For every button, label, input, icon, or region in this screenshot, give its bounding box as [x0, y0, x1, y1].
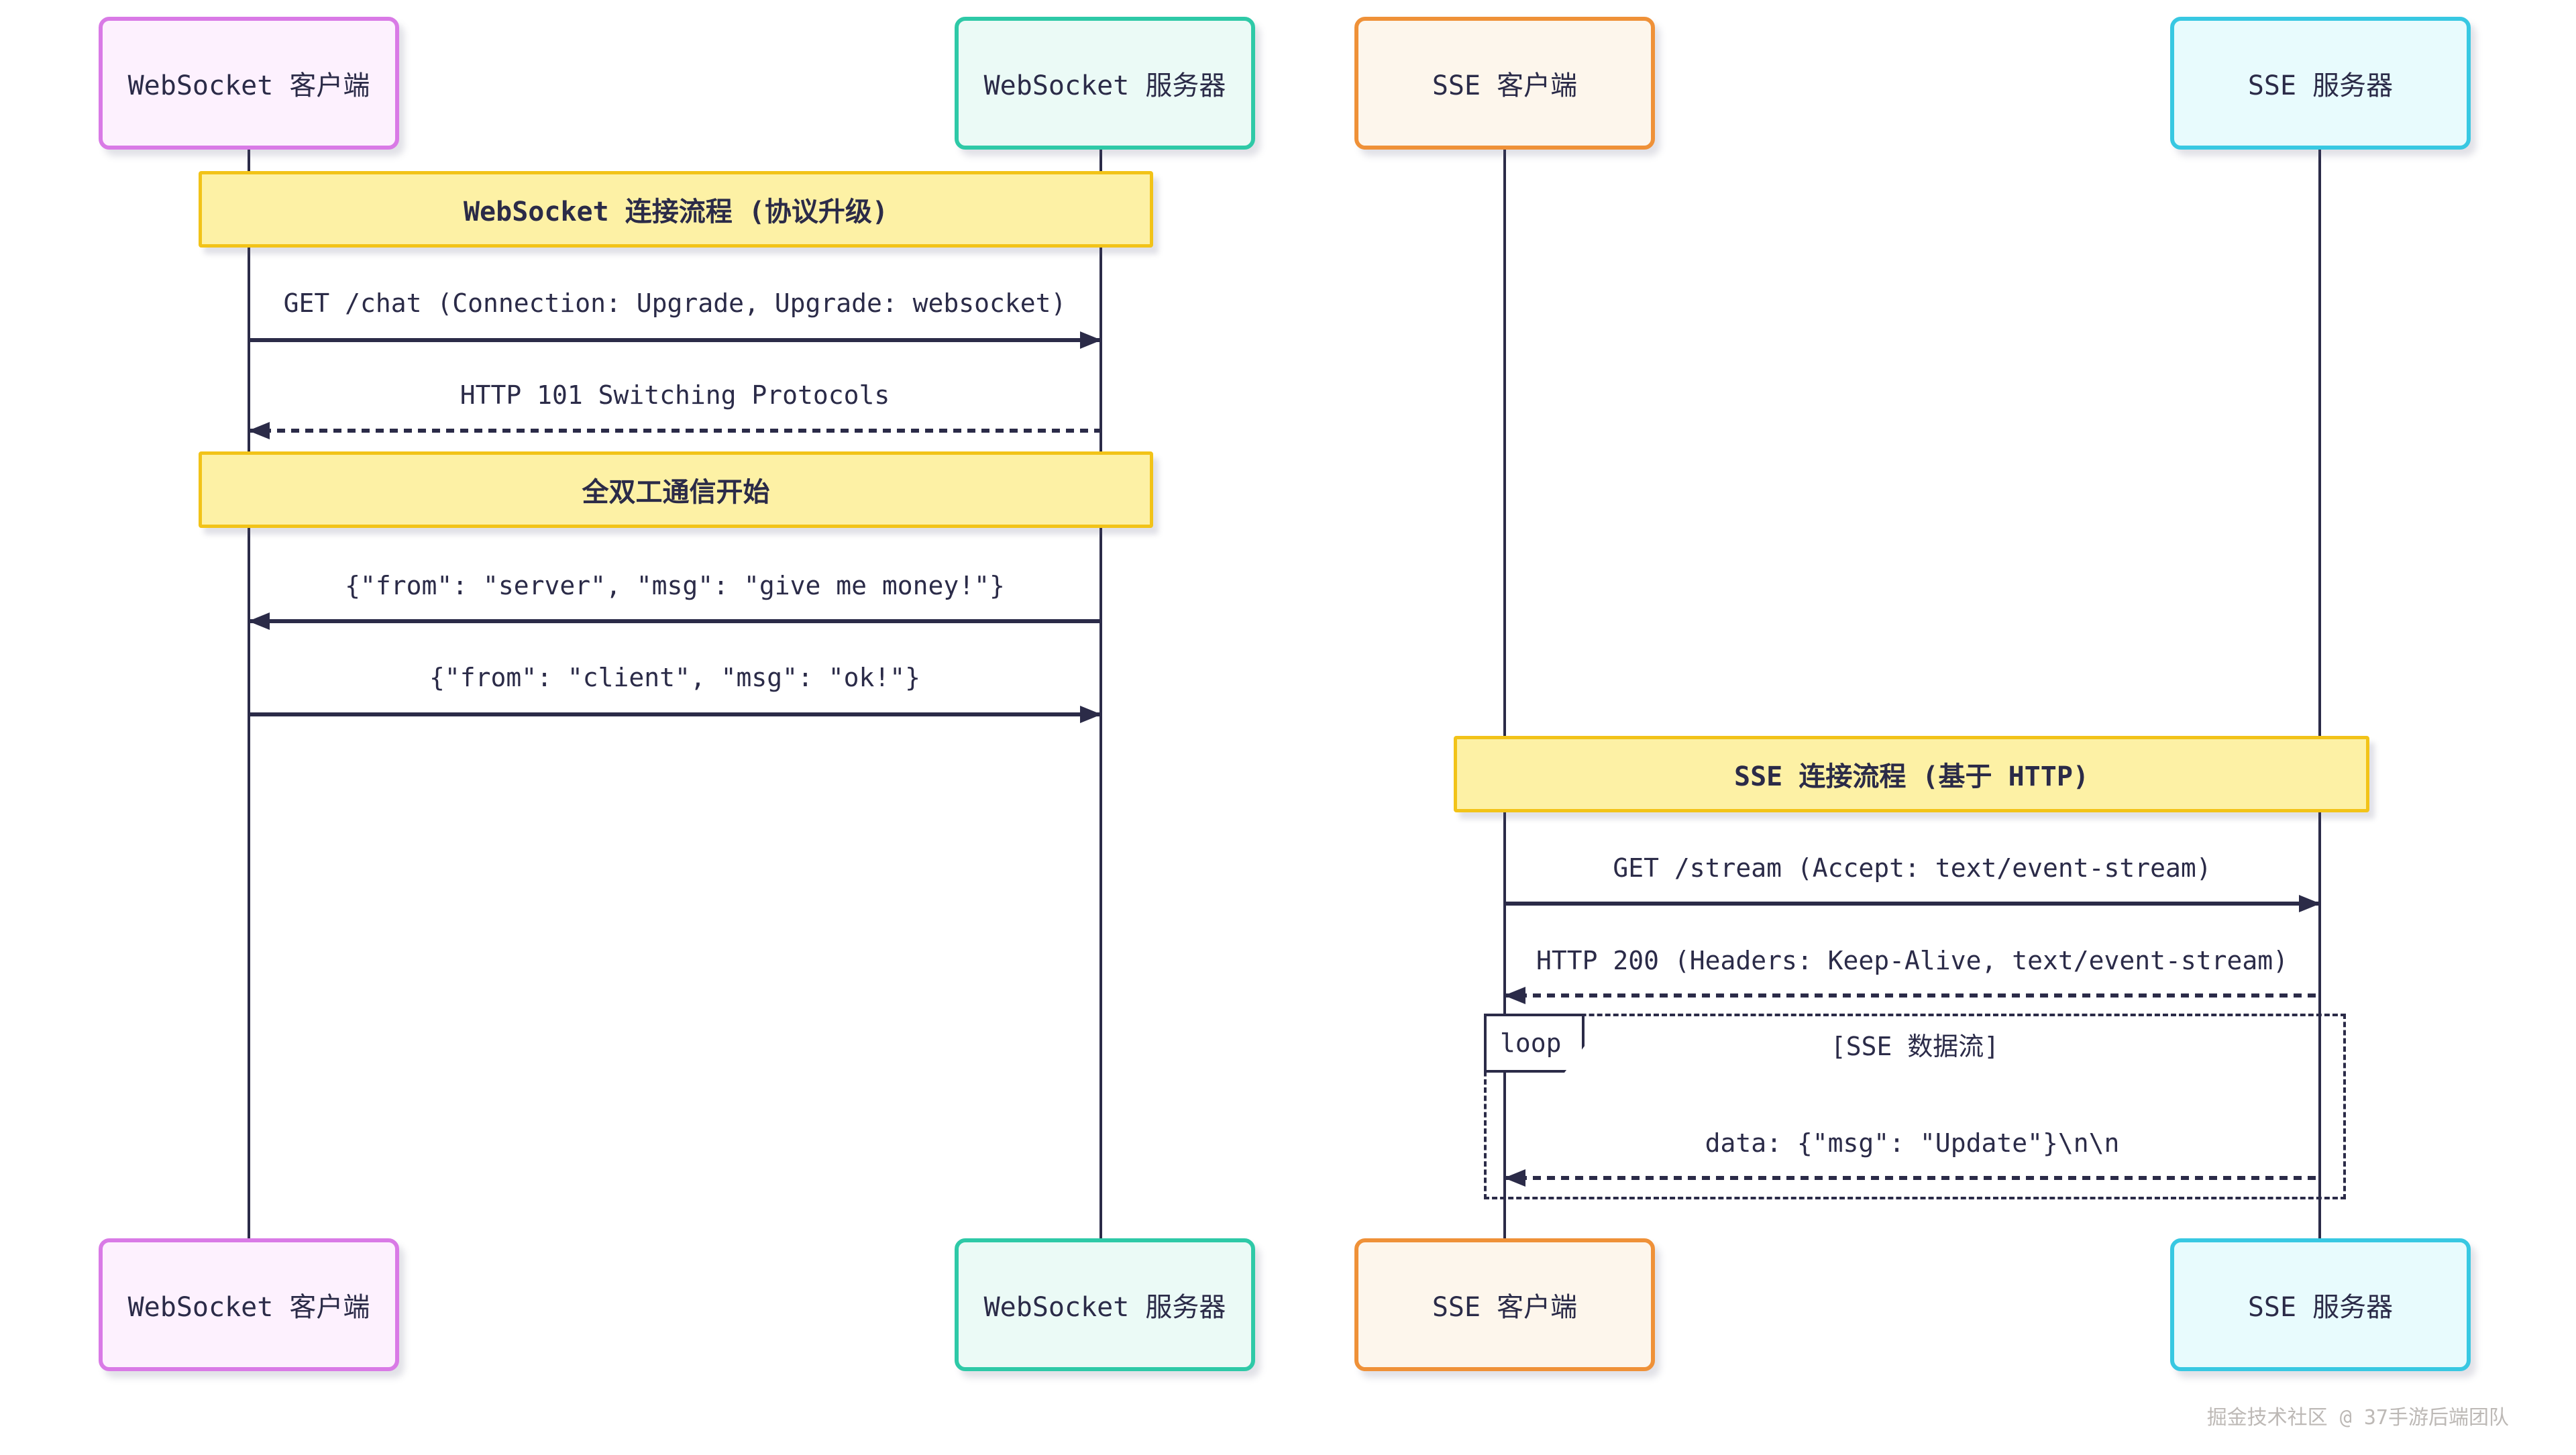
lifeline-sse-client	[1503, 148, 1506, 1240]
lifeline-sse-server	[2318, 148, 2321, 1240]
loop-fragment: loop [SSE 数据流]	[1484, 1014, 2346, 1199]
arrowhead-left-icon	[1504, 987, 1525, 1004]
note-text: WebSocket 连接流程 (协议升级)	[463, 197, 889, 227]
actor-ws-client-bottom: WebSocket 客户端	[99, 1238, 399, 1371]
lifeline-ws-server	[1099, 148, 1102, 1240]
arrowhead-right-icon	[1080, 331, 1102, 349]
message-arrow-sse-data	[1504, 1169, 2320, 1187]
message-arrow-http-101	[248, 422, 1101, 439]
loop-label-text: loop	[1500, 1028, 1562, 1058]
actor-ws-client-top: WebSocket 客户端	[99, 17, 399, 150]
note-websocket-handshake: WebSocket 连接流程 (协议升级)	[199, 171, 1153, 248]
actor-label: SSE 服务器	[2247, 70, 2394, 101]
arrowhead-left-icon	[1504, 1169, 1525, 1187]
actor-label: WebSocket 客户端	[127, 70, 370, 101]
arrowhead-right-icon	[2299, 895, 2320, 912]
message-arrow-get-chat	[249, 331, 1102, 349]
note-text: 全双工通信开始	[582, 477, 770, 508]
message-http-200: HTTP 200 (Headers: Keep-Alive, text/even…	[1536, 946, 2289, 975]
arrowhead-left-icon	[248, 612, 270, 630]
actor-ws-server-bottom: WebSocket 服务器	[955, 1238, 1255, 1371]
actor-label: WebSocket 服务器	[983, 1292, 1226, 1323]
message-arrow-get-stream	[1505, 895, 2320, 912]
actor-sse-server-bottom: SSE 服务器	[2170, 1238, 2471, 1371]
note-sse-flow: SSE 连接流程 (基于 HTTP)	[1454, 736, 2369, 812]
message-arrow-http-200	[1504, 987, 2320, 1004]
watermark: 掘金技术社区 @ 37手游后端团队	[2206, 1406, 2509, 1430]
arrowhead-left-icon	[248, 422, 270, 439]
loop-condition: [SSE 数据流]	[1830, 1032, 2000, 1061]
actor-label: SSE 客户端	[1432, 70, 1578, 101]
loop-label: loop	[1484, 1014, 1585, 1073]
message-get-stream: GET /stream (Accept: text/event-stream)	[1613, 853, 2212, 883]
note-text: SSE 连接流程 (基于 HTTP)	[1734, 761, 2089, 792]
actor-sse-client-bottom: SSE 客户端	[1354, 1238, 1655, 1371]
message-sse-data: data: {"msg": "Update"}\n\n	[1705, 1128, 2120, 1158]
message-server-json: {"from": "server", "msg": "give me money…	[345, 571, 1005, 600]
actor-label: WebSocket 服务器	[983, 70, 1226, 101]
actor-sse-server-top: SSE 服务器	[2170, 17, 2471, 150]
actor-sse-client-top: SSE 客户端	[1354, 17, 1655, 150]
message-arrow-client-json	[249, 706, 1102, 723]
actor-label: SSE 服务器	[2247, 1292, 2394, 1323]
message-get-chat: GET /chat (Connection: Upgrade, Upgrade:…	[283, 288, 1067, 318]
lifeline-ws-client	[248, 148, 250, 1240]
message-client-json: {"from": "client", "msg": "ok!"}	[429, 663, 921, 692]
arrowhead-right-icon	[1080, 706, 1102, 723]
actor-label: SSE 客户端	[1432, 1292, 1578, 1323]
actor-ws-server-top: WebSocket 服务器	[955, 17, 1255, 150]
message-arrow-server-json	[248, 612, 1101, 630]
note-full-duplex-start: 全双工通信开始	[199, 451, 1153, 528]
actor-label: WebSocket 客户端	[127, 1292, 370, 1323]
message-http-101: HTTP 101 Switching Protocols	[460, 380, 890, 410]
